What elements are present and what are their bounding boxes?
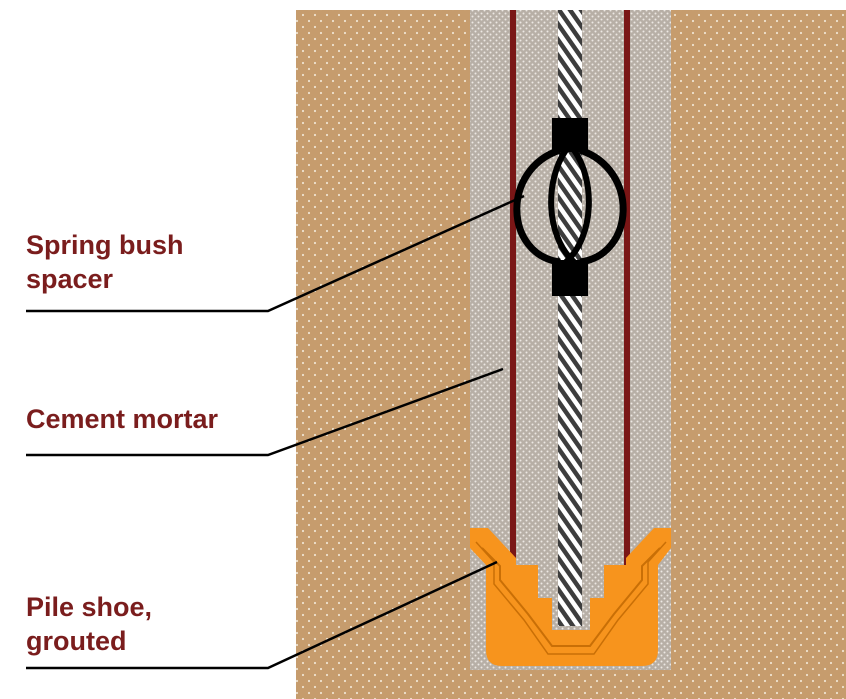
label-spring-bush-spacer-line1: Spring bush [26,230,184,260]
label-spring-bush-spacer-line2: spacer [26,264,114,294]
label-spring-bush-spacer: Spring bush spacer [26,228,184,296]
spring-bush-spacer [513,118,627,296]
label-cement-mortar-line1: Cement mortar [26,404,219,434]
casing-wall-left [510,10,516,565]
leader-pile-shoe [26,560,498,670]
casing-wall-right [624,10,630,565]
threaded-bar [558,10,582,626]
leader-spring-bush-spacer [26,194,525,313]
pile-shoe [470,528,671,666]
label-pile-shoe-line1: Pile shoe, [26,592,153,622]
label-pile-shoe: Pile shoe, grouted [26,590,152,658]
label-pile-shoe-line2: grouted [26,626,127,656]
label-cement-mortar: Cement mortar [26,402,218,436]
leader-lines [26,194,525,670]
leader-cement-mortar [26,367,504,457]
